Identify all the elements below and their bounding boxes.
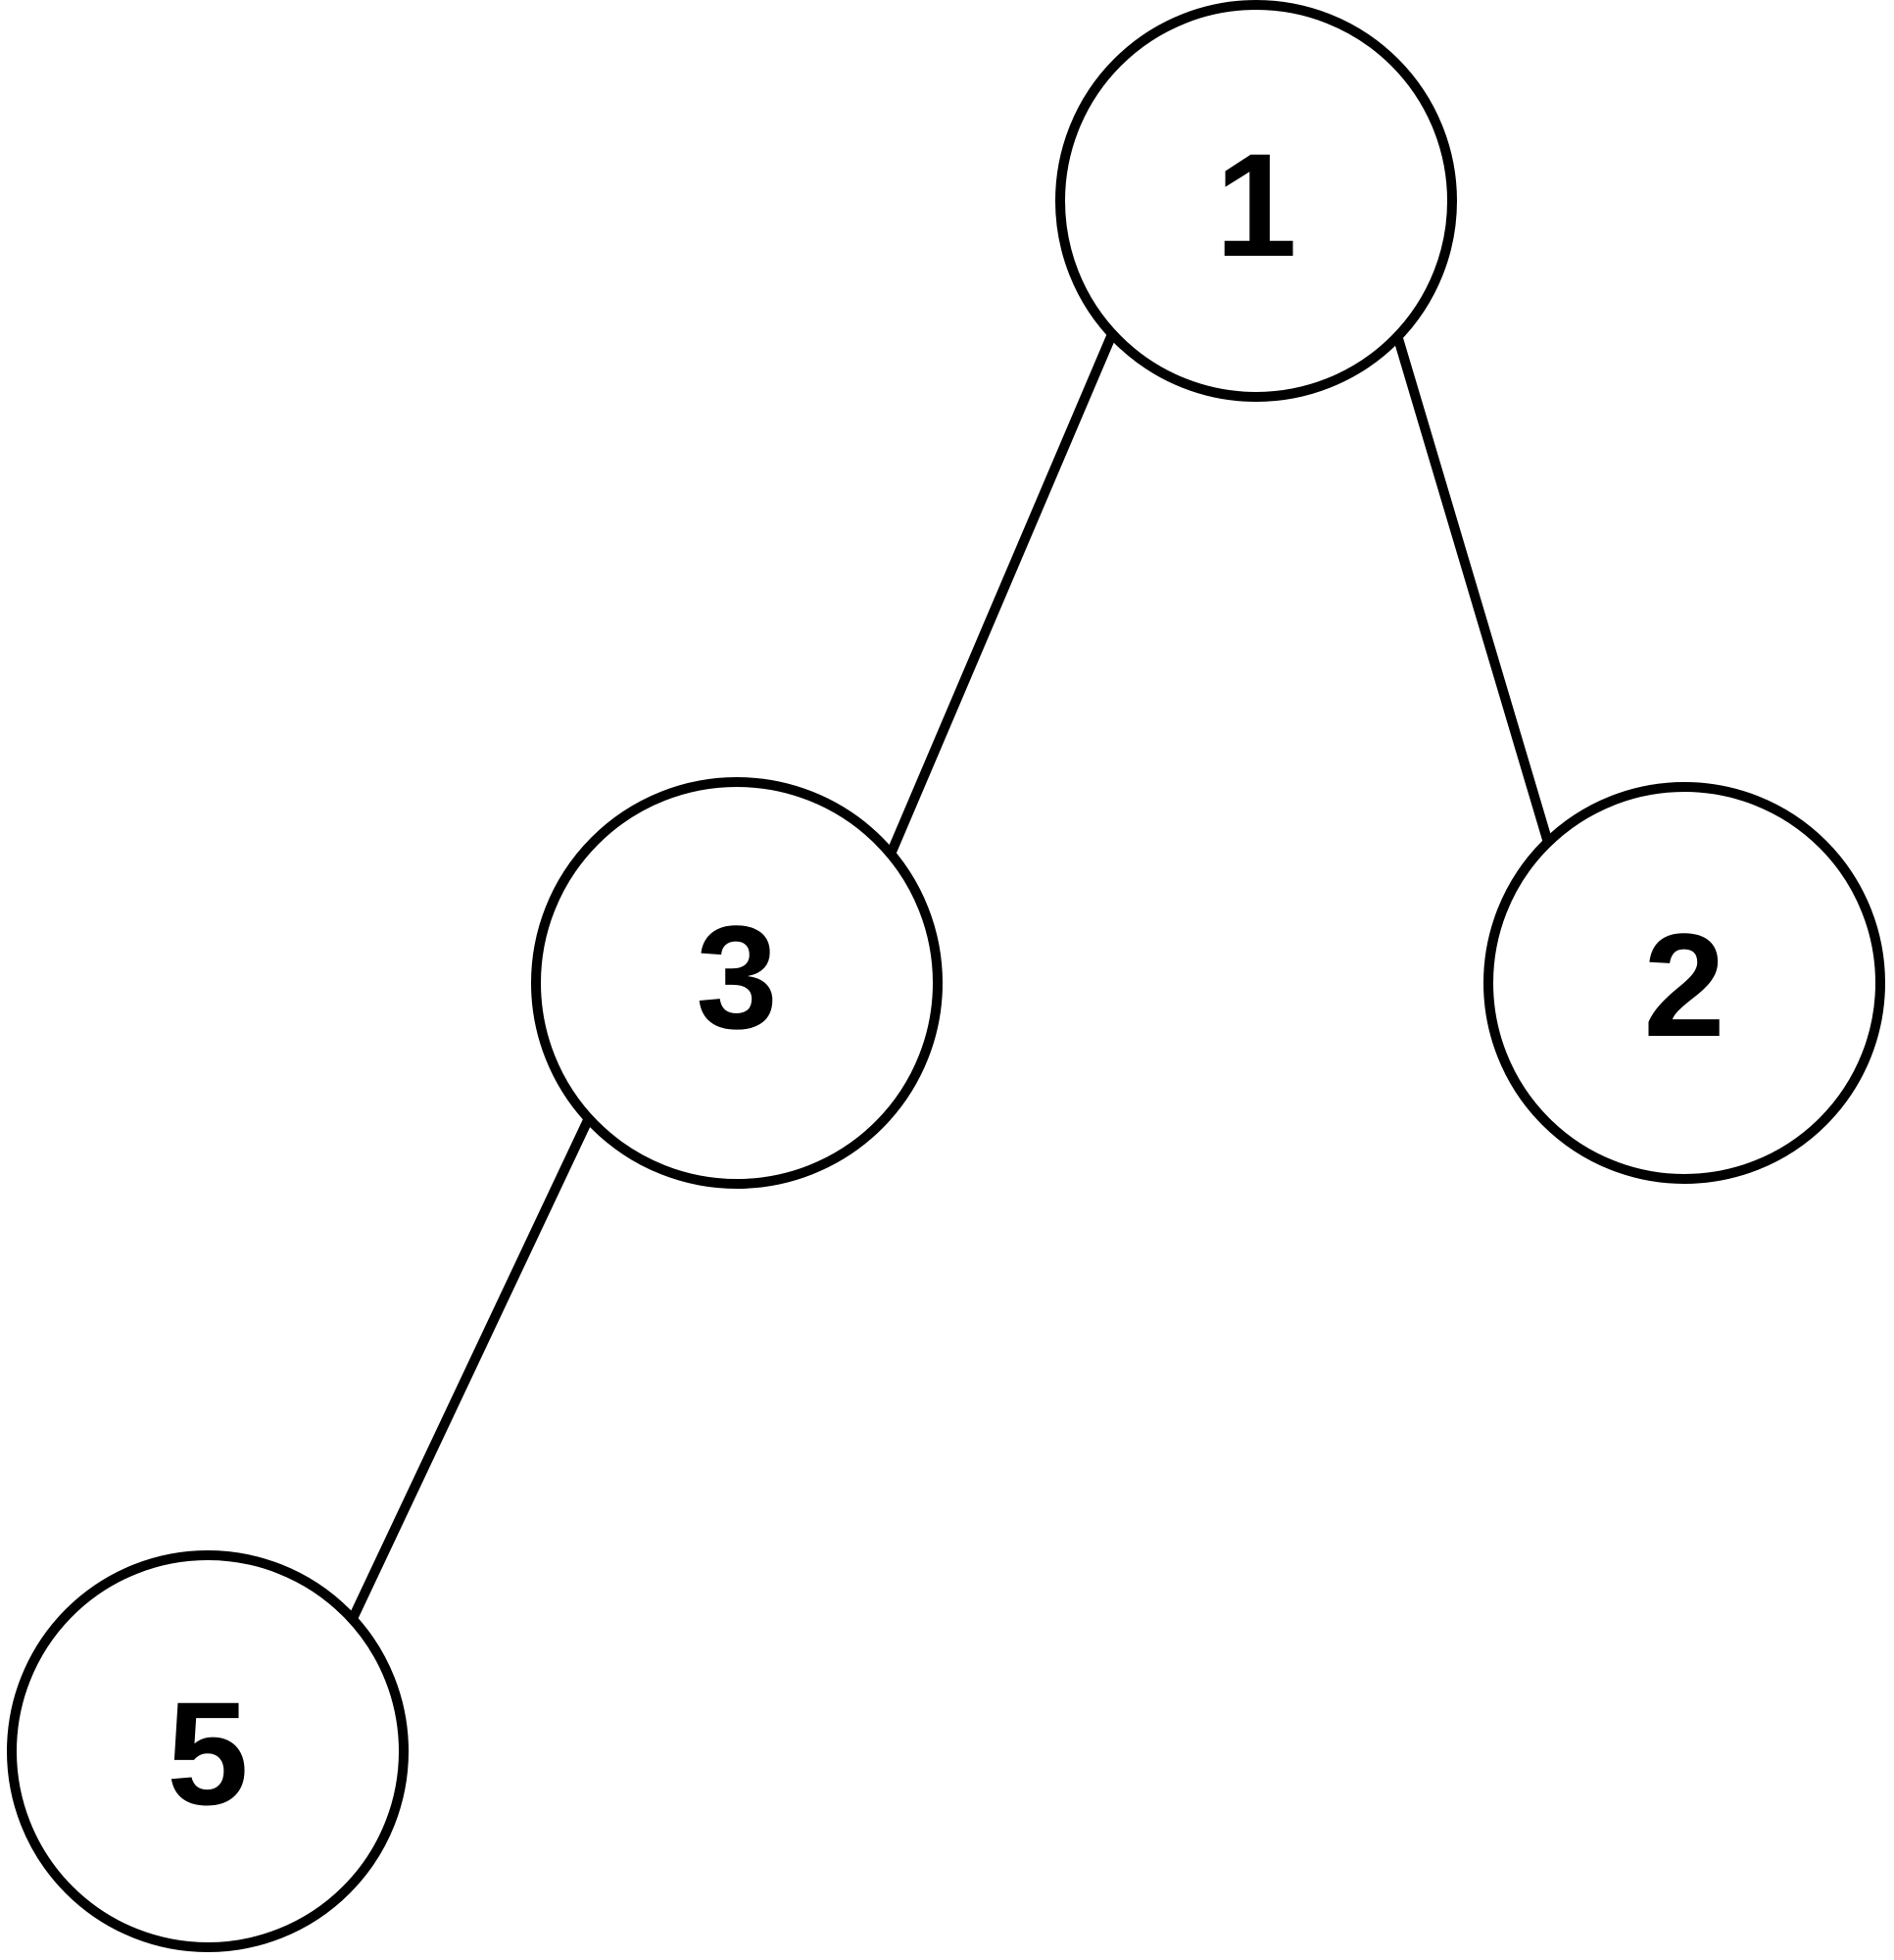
tree-node-1[interactable]: 1 bbox=[1055, 0, 1457, 402]
tree-node-5[interactable]: 5 bbox=[7, 1550, 409, 1952]
node-label-5: 5 bbox=[167, 1671, 248, 1836]
edge-1-to-3 bbox=[876, 329, 1117, 882]
node-circle-3[interactable] bbox=[531, 777, 943, 1189]
edge-3-to-5 bbox=[336, 1115, 593, 1648]
node-circle-2[interactable] bbox=[1483, 782, 1885, 1184]
node-label-2: 2 bbox=[1643, 903, 1724, 1067]
tree-node-3[interactable]: 3 bbox=[531, 777, 943, 1189]
tree-node-2[interactable]: 2 bbox=[1483, 782, 1885, 1184]
edge-group bbox=[336, 329, 1553, 1648]
node-label-1: 1 bbox=[1215, 122, 1296, 287]
edge-1-to-2 bbox=[1392, 330, 1553, 848]
node-circle-1[interactable] bbox=[1055, 0, 1457, 402]
node-group: 1 3 2 5 bbox=[7, 0, 1885, 1952]
node-circle-5[interactable] bbox=[7, 1550, 409, 1952]
node-label-3: 3 bbox=[696, 895, 777, 1059]
